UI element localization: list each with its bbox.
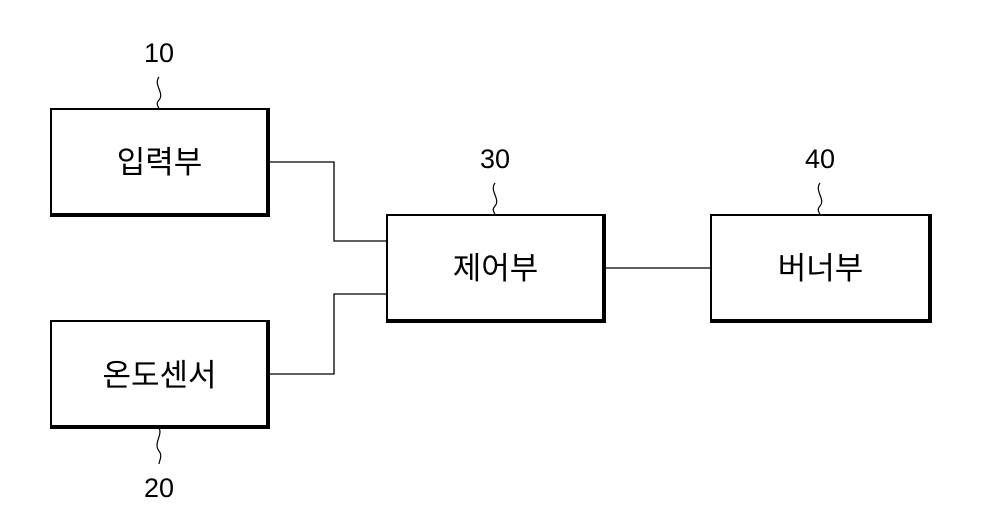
block-input-label: 입력부: [117, 145, 203, 181]
ref-leader-input: [157, 77, 161, 109]
block-input: 입력부: [51, 109, 268, 215]
block-temp-sensor-label: 온도센서: [102, 358, 216, 394]
wire-input-to-controller: [268, 162, 388, 241]
ref-leader-controller: [493, 183, 497, 215]
ref-number-controller: 30: [480, 144, 510, 174]
ref-number-burner: 40: [805, 144, 835, 174]
block-controller-label: 제어부: [453, 251, 539, 287]
ref-number-input: 10: [144, 38, 174, 68]
ref-leader-temp-sensor: [157, 428, 161, 464]
block-burner-label: 버너부: [778, 251, 864, 287]
block-controller: 제어부: [387, 215, 604, 321]
wire-sensor-to-controller: [268, 294, 388, 374]
ref-number-temp-sensor: 20: [144, 473, 174, 503]
block-burner: 버너부: [711, 215, 930, 321]
ref-leader-burner: [818, 183, 822, 215]
block-temp-sensor: 온도센서: [51, 321, 268, 427]
